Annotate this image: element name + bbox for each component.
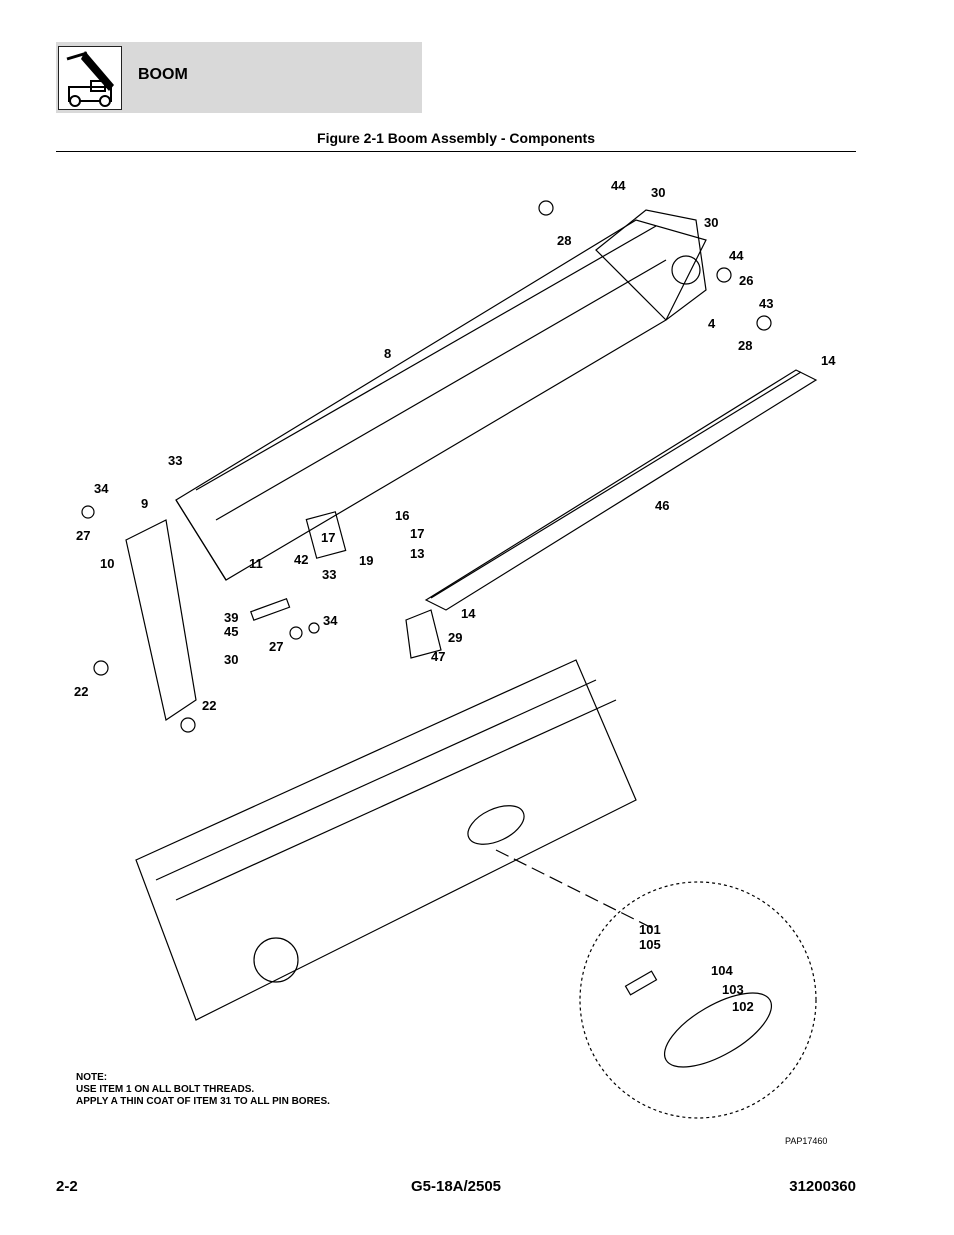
callout-39: 39 xyxy=(224,610,238,625)
callout-19: 19 xyxy=(359,553,373,568)
callout-27: 27 xyxy=(76,528,90,543)
callout-33: 33 xyxy=(322,567,336,582)
callout-4: 4 xyxy=(708,316,716,331)
callout-14: 14 xyxy=(461,606,476,621)
boom-body xyxy=(175,219,707,581)
callout-45: 45 xyxy=(224,624,238,639)
callout-26: 26 xyxy=(739,273,753,288)
callout-28: 28 xyxy=(738,338,752,353)
callout-11: 11 xyxy=(249,556,263,571)
callout-28: 28 xyxy=(557,233,571,248)
callout-16: 16 xyxy=(395,508,409,523)
boom-pivot-pin xyxy=(253,937,299,983)
callout-22: 22 xyxy=(202,698,216,713)
callout-30: 30 xyxy=(651,185,665,200)
wear-pad-strip xyxy=(424,369,818,611)
callout-27: 27 xyxy=(269,639,283,654)
callout-17: 17 xyxy=(321,530,335,545)
note-line-2: APPLY A THIN COAT OF ITEM 31 TO ALL PIN … xyxy=(76,1096,330,1107)
callout-42: 42 xyxy=(294,552,308,567)
document-number: 31200360 xyxy=(789,1178,856,1195)
callout-10: 10 xyxy=(100,556,114,571)
callout-103: 103 xyxy=(722,982,744,997)
model-number: G5-18A/2505 xyxy=(410,1178,502,1195)
callout-22: 22 xyxy=(74,684,88,699)
boom-base-plate xyxy=(125,519,197,721)
callout-34: 34 xyxy=(323,613,338,628)
callout-44: 44 xyxy=(729,248,744,263)
callout-13: 13 xyxy=(410,546,424,561)
callout-105: 105 xyxy=(639,937,661,952)
assembly-note: NOTE: USE ITEM 1 ON ALL BOLT THREADS. AP… xyxy=(76,1072,330,1108)
boom-head xyxy=(595,209,707,321)
callout-14: 14 xyxy=(821,353,836,368)
callout-101: 101 xyxy=(639,922,661,937)
callout-30: 30 xyxy=(704,215,718,230)
callout-44: 44 xyxy=(611,178,626,193)
access-cover-detail xyxy=(579,881,817,1119)
callout-29: 29 xyxy=(448,630,462,645)
boom-enlarged-view xyxy=(135,659,637,1021)
note-line-1: USE ITEM 1 ON ALL BOLT THREADS. xyxy=(76,1084,255,1095)
callout-102: 102 xyxy=(732,999,754,1014)
section-title: BOOM xyxy=(138,66,188,83)
title-divider xyxy=(56,151,856,152)
page-number: 2-2 xyxy=(56,1178,78,1195)
telehandler-boom-icon xyxy=(58,46,122,110)
callout-46: 46 xyxy=(655,498,669,513)
callout-34: 34 xyxy=(94,481,109,496)
note-heading: NOTE: xyxy=(76,1072,108,1083)
callout-30: 30 xyxy=(224,652,238,667)
boom-head-pin-bore xyxy=(671,255,701,285)
callout-104: 104 xyxy=(711,963,733,978)
callout-47: 47 xyxy=(431,649,445,664)
figure-title: Figure 2-1 Boom Assembly - Components xyxy=(317,130,595,146)
callout-33: 33 xyxy=(168,453,182,468)
access-cover xyxy=(467,805,525,845)
callout-43: 43 xyxy=(759,296,773,311)
callout-17: 17 xyxy=(410,526,424,541)
callout-9: 9 xyxy=(141,496,148,511)
callout-8: 8 xyxy=(384,346,391,361)
drawing-id: PAP17460 xyxy=(785,1136,828,1146)
